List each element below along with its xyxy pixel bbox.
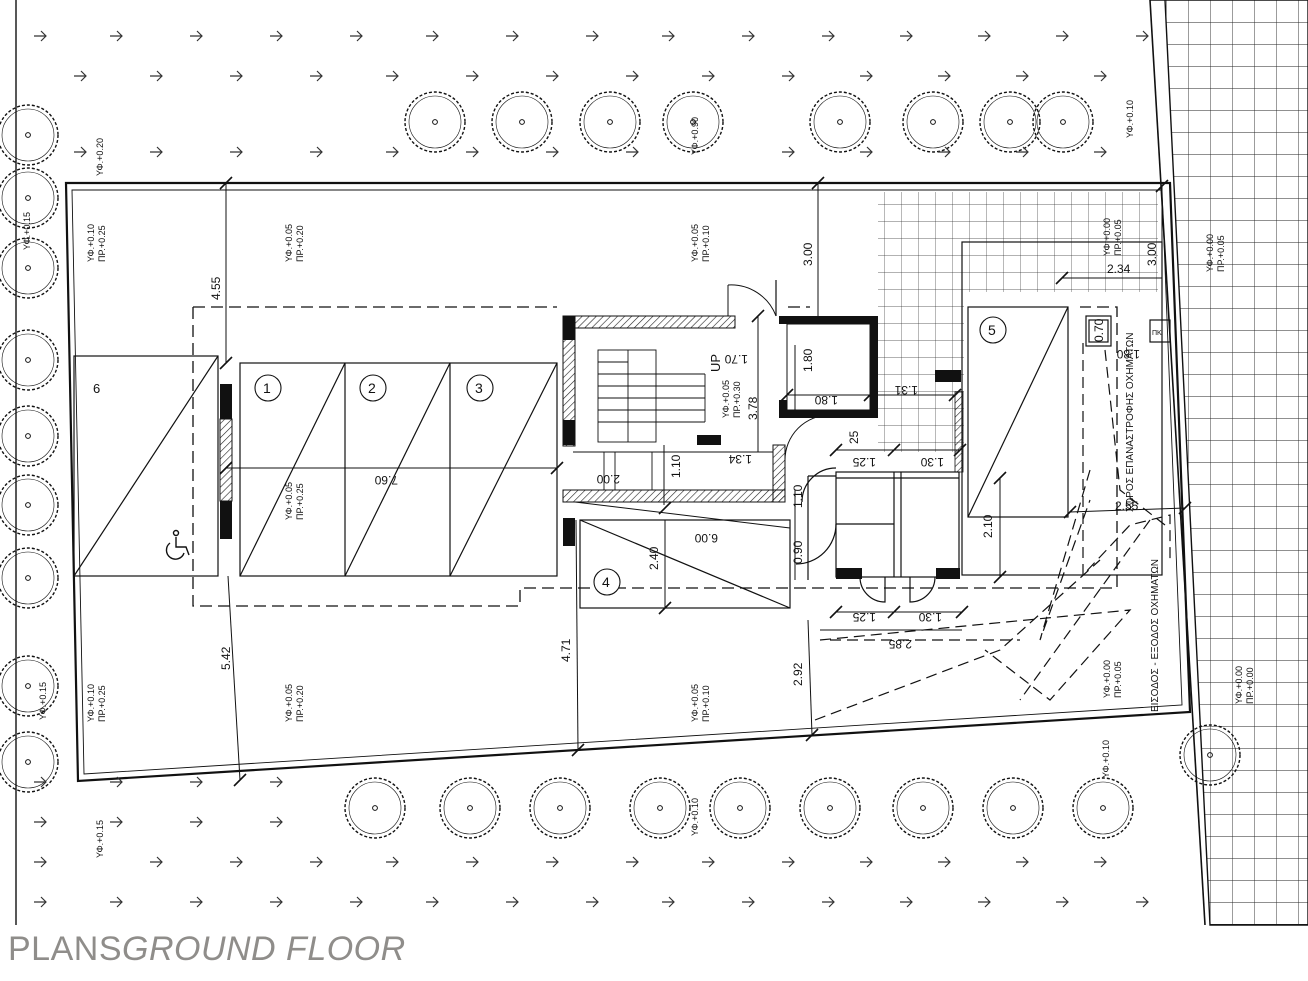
dimension-2-10: 2.10 <box>981 514 995 538</box>
level-label: ΥΦ.+0.15 <box>95 820 105 858</box>
dimension-2-00: 2.00 <box>596 472 620 486</box>
level-label: ΥΦ.+0.10 <box>86 684 96 722</box>
level-label: ΥΦ.+0.10 <box>1101 740 1111 778</box>
stair-up-label: UP <box>708 354 723 372</box>
column <box>935 370 961 382</box>
parking-space-4 <box>579 519 791 609</box>
level-label: ΥΦ.+0.05 <box>284 684 294 722</box>
level-label: ΥΦ.+0.15 <box>38 682 48 720</box>
dimension-1-31: 1.31 <box>894 383 918 397</box>
parking-number-5: 5 <box>988 322 996 338</box>
level-label: ΠΡ.+0.25 <box>97 225 107 262</box>
direction-arrows <box>33 30 1149 908</box>
level-label: ΥΦ.+0.90 <box>690 117 700 155</box>
dimension-0-90: 0.90 <box>791 540 805 564</box>
level-label: ΥΦ.+0.05 <box>284 224 294 262</box>
level-label: ΠΡ.+0.25 <box>295 483 305 520</box>
level-label: ΥΦ.+0.05 <box>690 224 700 262</box>
parking-number-2: 2 <box>368 380 376 396</box>
parking-number-6: 6 <box>93 381 100 396</box>
dimension-1-25: 1.25 <box>852 455 876 469</box>
dimension-5-42: 5.42 <box>219 646 233 670</box>
level-label: ΠΡ.+0.05 <box>1113 661 1123 698</box>
level-label: ΠΡ.+0.30 <box>732 381 742 418</box>
dimension-1-10-b: 1.10 <box>791 484 805 508</box>
entrance-exit-label: ΕΙΣΟΔΟΣ - ΕΞΟΔΟΣ ΟΧΗΜΑΤΩΝ <box>1150 559 1161 712</box>
dimension-2-55: 2.55 <box>1115 499 1139 513</box>
dimension-7-60: 7.60 <box>374 473 398 487</box>
level-label: ΥΦ.+0.10 <box>1125 100 1135 138</box>
dimension-3-00-b: 3.00 <box>1145 242 1159 266</box>
dimension-1-80: 1.80 <box>801 348 815 372</box>
meter-box <box>1085 315 1171 347</box>
dimension-2-40: 2.40 <box>647 546 661 570</box>
dimension-4-71: 4.71 <box>559 638 573 662</box>
level-label: ΠΡ.+0.10 <box>701 685 711 722</box>
dimension-0-70: 0.70 <box>1092 318 1106 342</box>
level-label: ΠΡ.+0.05 <box>1113 219 1123 256</box>
level-label: ΥΦ.+0.20 <box>95 138 105 176</box>
dimension-3-00: 3.00 <box>801 242 815 266</box>
wc-rooms <box>795 467 960 603</box>
dimension-1-30-b: 1.30 <box>918 610 942 624</box>
column <box>936 568 960 579</box>
dimension-25: 25 <box>847 430 861 444</box>
dimension-2-92: 2.92 <box>791 662 805 686</box>
level-label: ΥΦ.+0.05 <box>690 684 700 722</box>
caption-primary: PLANS <box>8 930 122 968</box>
parking-spaces-1-3 <box>239 362 558 577</box>
dimension-1-30: 1.30 <box>920 455 944 469</box>
dimension-ticks <box>219 176 1192 787</box>
dimension-2-34: 2.34 <box>1107 262 1131 276</box>
level-label: ΠΡ.+0.20 <box>295 685 305 722</box>
level-label: ΥΦ.+0.00 <box>1234 666 1244 704</box>
dimension-1-34: 1.34 <box>728 452 752 466</box>
parking-number-1: 1 <box>263 380 271 396</box>
dimension-lines <box>225 183 1186 781</box>
meter-box-label: ΠΚ <box>1152 330 1162 337</box>
dimension-4-55: 4.55 <box>209 276 223 300</box>
wheelchair-icon <box>165 529 190 560</box>
level-label: ΥΦ.+0.05 <box>721 380 731 418</box>
level-label: ΥΦ.+0.10 <box>86 224 96 262</box>
dimension-6-00: 6.00 <box>694 531 718 545</box>
turning-area-label: ΧΩΡΟΣ ΕΠΑΝΑΣΤΡΟΦΗΣ ΟΧΗΜΑΤΩΝ <box>1125 333 1136 512</box>
level-label: ΥΦ.+0.10 <box>690 798 700 836</box>
level-label: ΠΡ.+0.25 <box>97 685 107 722</box>
dimension-2-85: 2.85 <box>888 637 912 651</box>
level-label: ΠΡ.+0.10 <box>701 225 711 262</box>
level-label: ΥΦ.+0.05 <box>284 482 294 520</box>
level-label: ΥΦ.+0.00 <box>1205 234 1215 272</box>
column <box>220 501 232 539</box>
elevator-shaft <box>779 316 878 418</box>
dimension-1-80-b: 1.80 <box>814 393 838 407</box>
column <box>220 384 232 419</box>
level-label: ΥΦ.+0.00 <box>1102 218 1112 256</box>
building-footprint <box>192 306 1118 607</box>
stair-core <box>562 280 831 546</box>
level-label: ΥΦ.+0.00 <box>1102 660 1112 698</box>
parking-space-6 <box>73 355 219 577</box>
dimension-1-80-c: 1.80 <box>1116 347 1140 361</box>
sidewalk <box>1149 0 1308 926</box>
level-label: ΥΦ.+0.15 <box>22 212 32 250</box>
level-label: ΠΡ.+0.05 <box>1216 235 1226 272</box>
parking-number-3: 3 <box>475 380 483 396</box>
vehicle-path <box>814 343 1171 721</box>
parking-number-4: 4 <box>602 574 610 590</box>
dimension-1-10: 1.10 <box>669 454 683 478</box>
dimension-1-70: 1.70 <box>724 352 748 366</box>
plan-caption: PLANSGROUND FLOOR <box>8 930 406 969</box>
dimension-1-25-b: 1.25 <box>852 610 876 624</box>
wall-hatched <box>219 418 233 502</box>
site-boundary <box>64 181 1192 783</box>
dimension-3-78: 3.78 <box>746 396 760 420</box>
level-label: ΠΡ.+0.00 <box>1245 667 1255 704</box>
wall-hatched <box>954 391 964 473</box>
caption-secondary: GROUND FLOOR <box>122 930 406 968</box>
level-label: ΠΡ.+0.20 <box>295 225 305 262</box>
column <box>836 568 862 579</box>
parking-number-markers <box>254 316 1007 596</box>
